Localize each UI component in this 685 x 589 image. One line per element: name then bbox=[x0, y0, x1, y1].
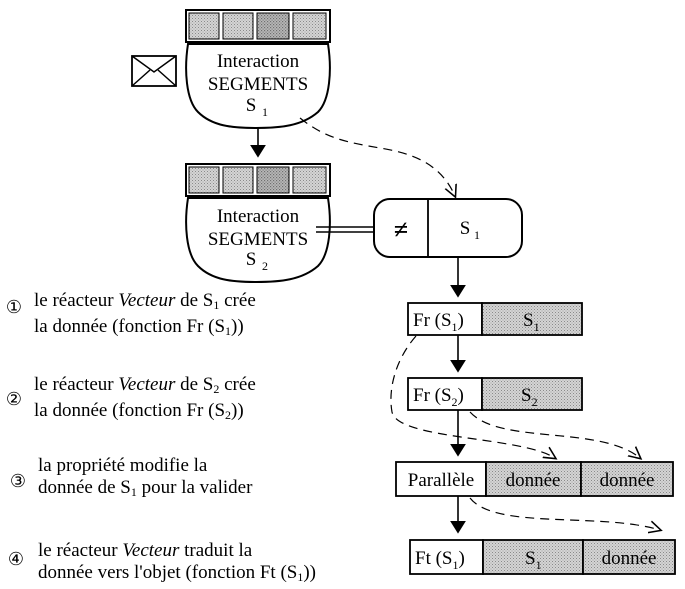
segments-1-queue bbox=[185, 9, 331, 43]
step-3-note: la propriété modifie la donnée de S1 pou… bbox=[38, 455, 252, 503]
step-2-note: le réacteur Vecteur de S2 crée la donnée… bbox=[34, 374, 256, 426]
segments-1-label: S bbox=[246, 95, 257, 116]
parallele-donnee-2: donnée bbox=[600, 470, 655, 491]
segments-2-index: 2 bbox=[262, 259, 268, 273]
ft1-value: S bbox=[525, 548, 536, 569]
step-1-line-2: la donnée (fonction Fr (S1)) bbox=[34, 316, 244, 338]
segments-2-label: S bbox=[246, 249, 257, 270]
step-2-line-1: le réacteur Vecteur de S2 crée bbox=[34, 374, 256, 396]
segments-2-ellipse bbox=[185, 197, 331, 284]
ft1-donnee: donnée bbox=[602, 548, 657, 569]
ft1-close: ) bbox=[459, 548, 465, 569]
svg-text:Ft (S1): Ft (S1) bbox=[415, 548, 465, 572]
step-3-marker: ③ bbox=[9, 471, 27, 492]
ft1-index: 1 bbox=[453, 558, 459, 572]
fr2-close: ) bbox=[458, 385, 464, 406]
comparator-label: S bbox=[460, 218, 471, 239]
segments-1-title: Interaction bbox=[217, 51, 300, 72]
ft1-value-index: 1 bbox=[536, 558, 542, 572]
fr1-close: ) bbox=[458, 310, 464, 331]
double-connector bbox=[316, 226, 375, 233]
dashed-arrow-seg1-to-comparator bbox=[299, 117, 455, 196]
step-2-marker: ② bbox=[5, 389, 23, 410]
not-equal-symbol: ≠ bbox=[394, 215, 408, 244]
dashed-arrow-fr1-to-donnee bbox=[390, 335, 555, 458]
step-4-note: le réacteur Vecteur traduit la donnée ve… bbox=[38, 540, 316, 588]
step-4-line-1: le réacteur Vecteur traduit la bbox=[38, 540, 253, 561]
fr2-label: Fr (S bbox=[413, 385, 452, 406]
fr1-box: Fr (S1) S1 bbox=[407, 302, 583, 336]
fr2-value: S bbox=[521, 385, 532, 406]
ft1-box: Ft (S1) S1 donnée bbox=[409, 539, 676, 575]
segments-2-title: Interaction bbox=[217, 206, 300, 227]
step-3-line-1: la propriété modifie la bbox=[38, 455, 208, 476]
segments-2-node: Interaction SEGMENTS S 2 bbox=[185, 163, 331, 284]
step-4-marker: ④ bbox=[7, 549, 25, 570]
step-1-note: le réacteur Vecteur de S1 crée la donnée… bbox=[34, 290, 256, 342]
step-4-line-2: donnée vers l'objet (fonction Ft (S1)) bbox=[38, 562, 317, 584]
parallele-donnee-1: donnée bbox=[506, 470, 561, 491]
segments-1-index: 1 bbox=[262, 105, 268, 119]
svg-text:Fr (S2): Fr (S2) bbox=[413, 385, 464, 409]
svg-text:S2: S2 bbox=[521, 385, 538, 409]
segments-2-queue bbox=[185, 163, 331, 197]
step-3-line-2: donnée de S1 pour la valider bbox=[38, 477, 253, 499]
svg-text:Fr (S1): Fr (S1) bbox=[413, 310, 464, 334]
fr1-value-index: 1 bbox=[534, 320, 540, 334]
segments-2-subtitle: SEGMENTS bbox=[208, 229, 308, 250]
fr2-value-index: 2 bbox=[532, 395, 538, 409]
fr1-label: Fr (S bbox=[413, 310, 452, 331]
fr2-box: Fr (S2) S2 bbox=[407, 377, 583, 411]
comparator-index: 1 bbox=[474, 228, 480, 242]
fr1-value: S bbox=[523, 310, 534, 331]
segments-1-node: Interaction SEGMENTS S 1 bbox=[185, 9, 331, 130]
segments-1-ellipse bbox=[185, 43, 331, 130]
ft1-label: Ft (S bbox=[415, 548, 453, 569]
dashed-arrow-parallele-to-ft bbox=[469, 497, 660, 530]
segments-1-subtitle: SEGMENTS bbox=[208, 74, 308, 95]
envelope-icon bbox=[131, 55, 177, 87]
svg-text:S1: S1 bbox=[523, 310, 540, 334]
parallele-box: Parallèle donnée donnée bbox=[395, 461, 674, 497]
step-1-marker: ① bbox=[5, 297, 23, 318]
fr2-index: 2 bbox=[452, 395, 458, 409]
step-1-line-1: le réacteur Vecteur de S1 crée bbox=[34, 290, 256, 312]
comparator-node: ≠ S 1 bbox=[373, 198, 523, 258]
parallele-label: Parallèle bbox=[408, 470, 474, 491]
svg-text:S1: S1 bbox=[525, 548, 542, 572]
dashed-arrow-fr2-to-donnee bbox=[469, 411, 640, 458]
fr1-index: 1 bbox=[452, 320, 458, 334]
step-2-line-2: la donnée (fonction Fr (S2)) bbox=[34, 400, 244, 422]
